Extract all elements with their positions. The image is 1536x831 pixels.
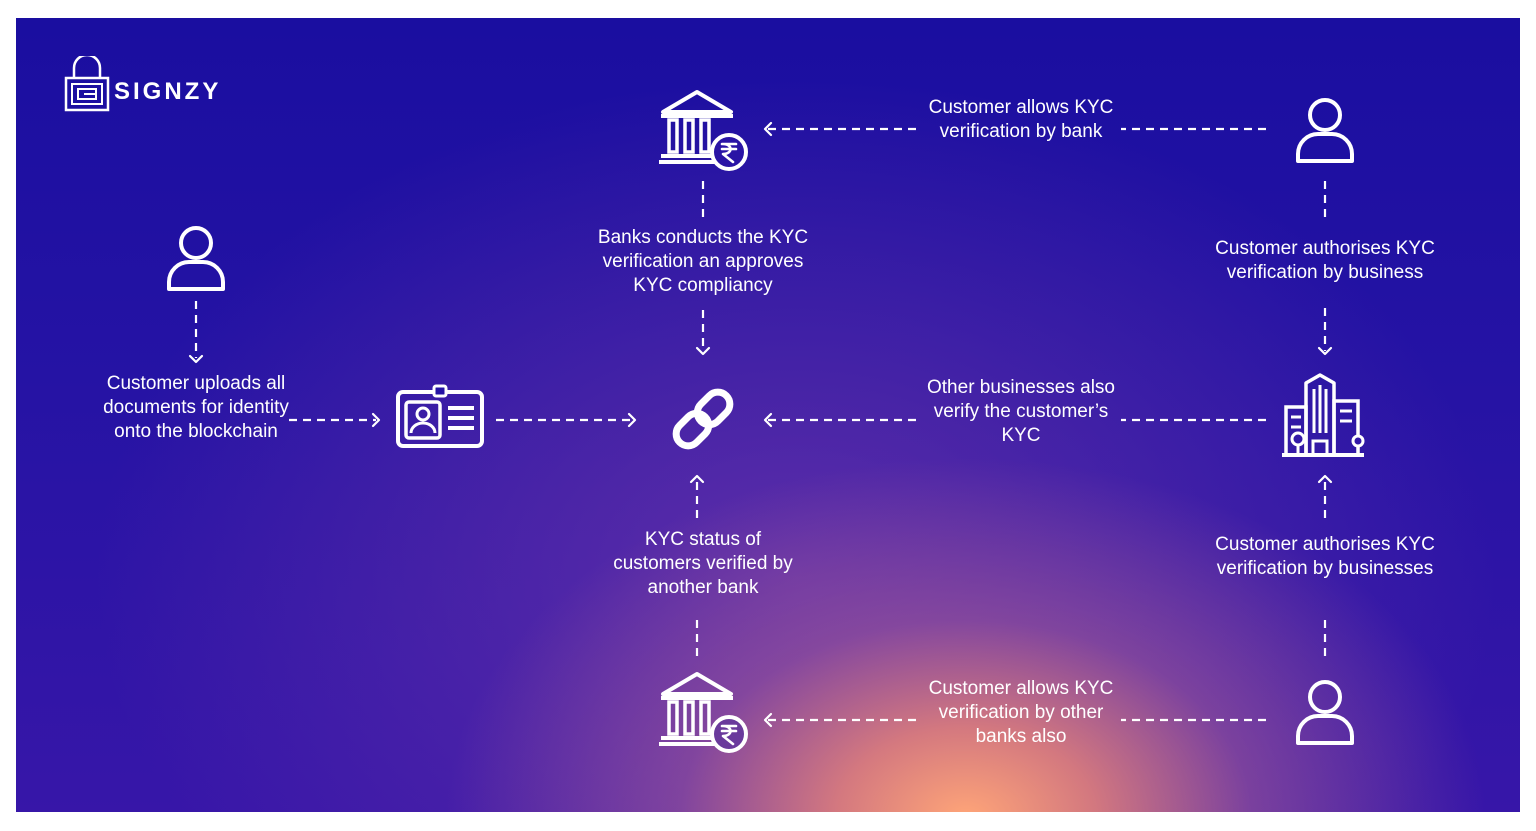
arrow-idcard-to-blockchain: [496, 412, 637, 428]
flow-connectors: .d { stroke: #ffffff; stroke-width: 2.2;…: [188, 121, 1333, 728]
arrow-bank-bottom-to-blockchain: [689, 474, 705, 656]
label-customer-authorises-businesses: Customer authorises KYC verification by …: [1215, 534, 1435, 579]
label-customer-uploads: Customer uploads all documents for ident…: [103, 373, 289, 442]
arrow-customer-to-business: [1317, 181, 1333, 356]
arrow-customer-to-bank-top: [763, 121, 1266, 137]
chain-link-icon: [666, 382, 740, 461]
label-customer-authorises-business: Customer authorises KYC verification by …: [1215, 238, 1435, 283]
bank-rupee-icon: [659, 668, 751, 761]
label-other-businesses-verify: Other businesses also verify the custome…: [927, 377, 1115, 446]
arrow-bank-to-blockchain: [695, 181, 711, 356]
brand-name: SIGNZY: [114, 78, 222, 105]
label-bank-conducts: Banks conducts the KYC verification an a…: [597, 227, 809, 296]
label-kyc-status-another-bank: KYC status of customers verified by anot…: [613, 529, 793, 598]
arrow-customer-to-bank-bottom: [763, 712, 1266, 728]
arrow-business-to-blockchain: [763, 412, 1266, 428]
bank-rupee-icon: [659, 86, 751, 179]
kyc-blockchain-diagram: .d { stroke: #ffffff; stroke-width: 2.2;…: [16, 18, 1520, 812]
office-buildings-icon: [1282, 373, 1368, 464]
arrow-uploads-to-idcard: [289, 412, 381, 428]
arrow-customer-to-business-bottom: [1317, 474, 1333, 656]
label-customer-allows-other-banks: Customer allows KYC verification by othe…: [928, 678, 1114, 747]
arrow-customer-to-uploads: [188, 301, 204, 364]
id-card-icon: [396, 384, 484, 453]
user-icon: [1295, 96, 1355, 169]
user-icon: [166, 224, 226, 297]
signzy-logo-mark: [64, 53, 110, 117]
user-icon: [1295, 678, 1355, 751]
label-customer-allows-bank: Customer allows KYC verification by bank: [928, 97, 1114, 142]
